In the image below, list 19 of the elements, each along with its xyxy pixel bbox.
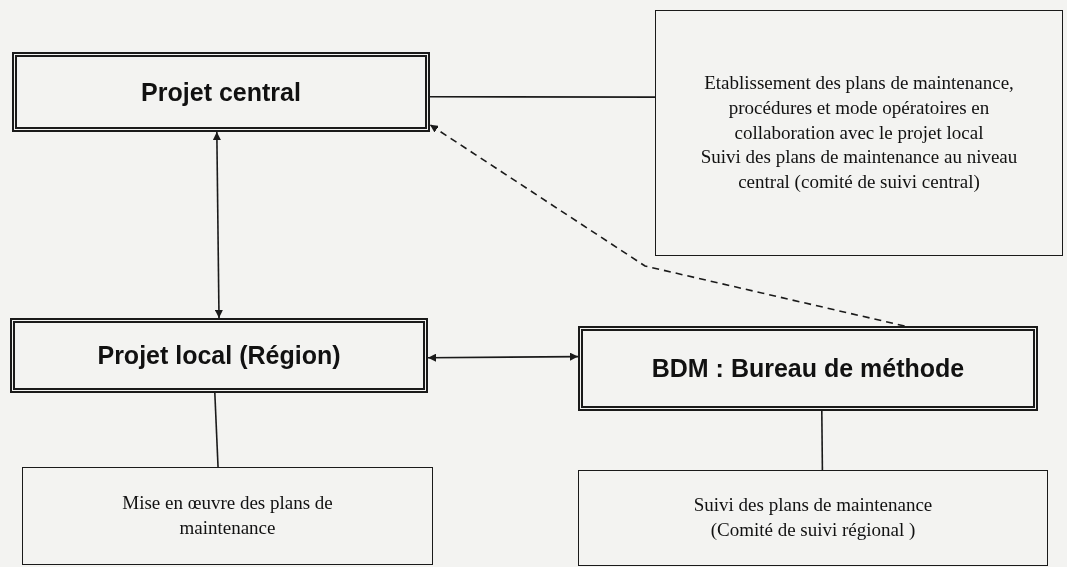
arrow bbox=[427, 352, 579, 362]
connector-line bbox=[429, 96, 656, 98]
box-title: Projet local (Région) bbox=[97, 341, 341, 370]
box-title: Projet central bbox=[141, 77, 301, 107]
connector-line bbox=[214, 392, 219, 468]
note-box bbox=[578, 470, 1048, 566]
process-box bbox=[12, 52, 430, 132]
note-text: Etablissement des plans de maintenance, procédures et mode opératoires en collaboration avec le projet local bbox=[703, 71, 1015, 145]
note-box bbox=[22, 467, 433, 565]
note-text: Suivi des plans de maintenance (Comité de suivi régional ) bbox=[692, 493, 934, 542]
note-box bbox=[655, 10, 1063, 256]
process-box bbox=[578, 326, 1038, 411]
arrow bbox=[212, 131, 223, 319]
process-box bbox=[10, 318, 428, 393]
arrow bbox=[429, 124, 906, 327]
note-text: Mise en œuvre des plans de maintenance bbox=[121, 491, 334, 540]
connector-line bbox=[821, 410, 824, 471]
box-title: BDM : Bureau de méthode bbox=[651, 354, 965, 383]
note-text: Suivi des plans de maintenance au niveau central (comité de suivi central) bbox=[699, 145, 1019, 195]
